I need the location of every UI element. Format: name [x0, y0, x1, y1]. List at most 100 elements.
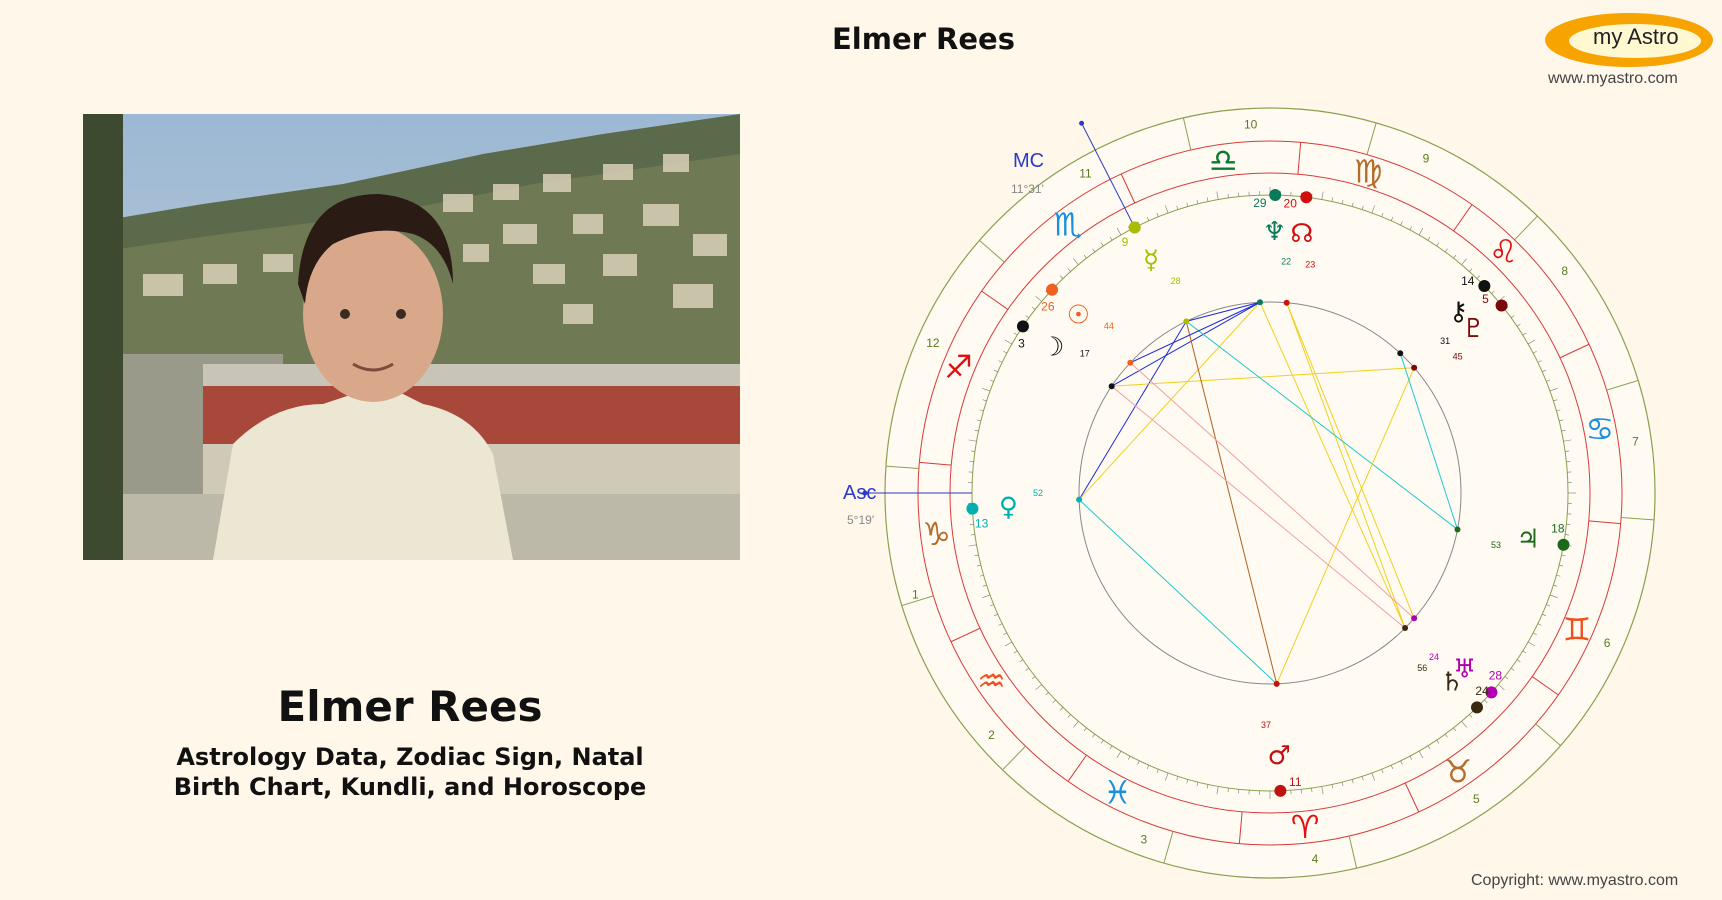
- mc-axis-line: [1081, 123, 1136, 228]
- degree-tick: [1025, 315, 1030, 319]
- sun-ring-marker[interactable]: [1046, 283, 1059, 296]
- chiron-icon[interactable]: ⚷: [1449, 297, 1468, 327]
- asc-degree: 5°19': [847, 513, 874, 527]
- degree-tick: [1542, 613, 1547, 617]
- saturn-minute: 56: [1417, 663, 1427, 673]
- house-number: 2: [988, 728, 995, 742]
- house-cusp: [1163, 831, 1174, 864]
- jupiter-ring-marker[interactable]: [1557, 538, 1570, 551]
- degree-tick: [979, 409, 984, 412]
- north-node-minute: 23: [1305, 260, 1315, 270]
- degree-tick: [989, 379, 994, 382]
- degree-tick: [974, 554, 979, 557]
- chart-angles: MC 11°31' Asc 5°19': [843, 150, 1044, 527]
- moon-ring-marker[interactable]: [1016, 320, 1029, 333]
- taurus-sign-icon: ♉: [1444, 753, 1473, 791]
- degree-tick: [1522, 332, 1527, 336]
- degree-tick: [1461, 721, 1467, 728]
- jupiter-minute: 53: [1491, 540, 1501, 550]
- neptune-degree: 29: [1253, 196, 1267, 210]
- degree-tick: [1059, 707, 1064, 711]
- degree-tick: [1146, 765, 1150, 770]
- degree-tick: [970, 534, 975, 536]
- jupiter-icon[interactable]: ♃: [1516, 524, 1539, 554]
- degree-tick: [1216, 191, 1219, 200]
- mars-icon[interactable]: ♂: [1267, 741, 1290, 771]
- neptune-icon[interactable]: ♆: [1263, 217, 1286, 247]
- degree-tick: [982, 399, 987, 402]
- myastro-logo[interactable]: my Astro: [1543, 10, 1715, 70]
- house-cusp: [1348, 835, 1358, 869]
- house-number: 7: [1632, 435, 1639, 449]
- sun-icon[interactable]: ☉: [1067, 300, 1090, 330]
- house-cusp: [1606, 379, 1639, 391]
- degree-tick: [1563, 439, 1572, 442]
- house-cusp: [1535, 723, 1561, 746]
- degree-tick: [998, 360, 1003, 363]
- chiron-inner-point: [1397, 350, 1404, 357]
- logo-url[interactable]: www.myastro.com: [1548, 70, 1678, 87]
- zodiac-signs: ♈♉♊♋♌♍♎♏♐♑♒♓: [922, 141, 1614, 846]
- degree-tick: [1361, 205, 1364, 210]
- degree-tick: [1186, 779, 1189, 784]
- degree-tick: [1461, 258, 1467, 265]
- pluto-inner-point: [1411, 364, 1418, 371]
- degree-tick: [1400, 760, 1403, 765]
- uranus-ring-marker[interactable]: [1485, 686, 1498, 699]
- north-node-icon[interactable]: ☊: [1290, 219, 1313, 249]
- degree-tick: [1476, 275, 1481, 279]
- degree-tick: [982, 388, 991, 392]
- capricorn-sign-icon: ♑: [922, 515, 951, 553]
- degree-tick: [1436, 739, 1440, 744]
- sun-minute: 44: [1104, 321, 1114, 331]
- mercury-icon[interactable]: ☿: [1143, 246, 1159, 276]
- degree-tick: [1522, 650, 1527, 654]
- mercury-degree: 9: [1122, 235, 1129, 249]
- degree-tick: [1186, 202, 1189, 207]
- degree-tick: [970, 450, 975, 452]
- saturn-ring-marker[interactable]: [1471, 701, 1484, 714]
- degree-tick: [1427, 236, 1431, 241]
- chiron-ring-marker[interactable]: [1478, 279, 1491, 292]
- scorpio-sign-icon: ♏: [1053, 206, 1082, 244]
- degree-tick: [1542, 369, 1547, 373]
- house-cusp: [1366, 122, 1377, 155]
- pluto-ring-marker[interactable]: [1495, 299, 1508, 312]
- degree-tick: [1116, 750, 1122, 759]
- aspect-line: [1185, 321, 1278, 685]
- person-name: Elmer Rees: [277, 682, 543, 731]
- mc-marker: [1079, 120, 1085, 126]
- venus-icon[interactable]: ♀: [999, 493, 1018, 523]
- house-cusp: [885, 465, 919, 469]
- degree-tick: [1469, 268, 1473, 272]
- degree-tick: [1067, 714, 1071, 718]
- uranus-icon[interactable]: ♅: [1453, 654, 1476, 684]
- neptune-minute: 22: [1281, 257, 1291, 267]
- pluto-minute: 45: [1453, 352, 1463, 362]
- sign-divider: [1297, 142, 1302, 175]
- house-number: 3: [1140, 833, 1147, 847]
- aquarius-sign-icon: ♒: [977, 662, 1006, 700]
- degree-tick: [1546, 379, 1551, 382]
- neptune-ring-marker[interactable]: [1269, 189, 1282, 202]
- degree-tick: [1553, 399, 1558, 402]
- house-cusp: [901, 595, 934, 607]
- copyright-text: Copyright: www.myastro.com: [1471, 872, 1679, 889]
- north-node-ring-marker[interactable]: [1300, 191, 1313, 204]
- venus-ring-marker[interactable]: [966, 502, 979, 515]
- degree-tick: [1165, 205, 1169, 214]
- mars-ring-marker[interactable]: [1274, 784, 1287, 797]
- pluto-icon[interactable]: ♇: [1462, 314, 1485, 344]
- degree-tick: [998, 623, 1003, 626]
- saturn-icon[interactable]: ♄: [1440, 667, 1463, 697]
- sign-divider: [1120, 173, 1136, 204]
- house-number: 12: [926, 336, 940, 350]
- degree-tick: [1516, 659, 1521, 663]
- moon-icon[interactable]: ☽: [1041, 332, 1064, 362]
- degree-tick: [1409, 226, 1413, 231]
- inner-circle: [1078, 301, 1462, 685]
- degree-tick: [1216, 786, 1219, 795]
- degree-tick: [1351, 202, 1354, 207]
- degree-tick: [1361, 776, 1364, 781]
- mercury-ring-marker[interactable]: [1128, 221, 1141, 234]
